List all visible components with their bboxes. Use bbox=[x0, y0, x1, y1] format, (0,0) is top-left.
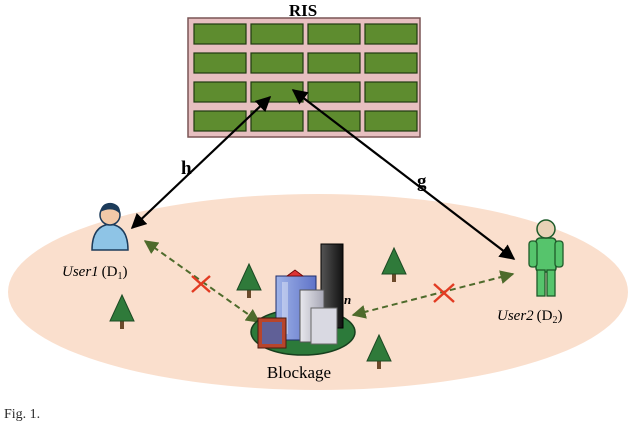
node-n-label: n bbox=[344, 292, 351, 307]
tree-icon bbox=[381, 246, 407, 282]
user1-close: ) bbox=[123, 264, 128, 280]
blocked-mark-user1 bbox=[191, 275, 211, 293]
link-g bbox=[291, 89, 516, 260]
ris-element bbox=[364, 23, 418, 45]
ris-element bbox=[250, 52, 304, 74]
ris-element bbox=[193, 81, 247, 103]
blocked-link-user2 bbox=[351, 270, 515, 319]
blocked-mark-user2 bbox=[433, 283, 455, 303]
tree-icon bbox=[366, 333, 392, 369]
user1-d: (D bbox=[102, 264, 118, 280]
link-h-label: h bbox=[181, 158, 192, 179]
tree-icon bbox=[236, 262, 262, 298]
ris-element bbox=[364, 52, 418, 74]
ris-element bbox=[193, 23, 247, 45]
link-g-label: g bbox=[417, 171, 427, 192]
user2-label: User2(D2) bbox=[497, 308, 563, 326]
user1-label: User1(D1) bbox=[62, 264, 128, 282]
tree-icon bbox=[109, 293, 135, 329]
user1-icon bbox=[91, 202, 129, 251]
blockage-buildings-icon bbox=[250, 243, 356, 356]
blocked-link-user1 bbox=[143, 240, 261, 323]
ris-panel bbox=[187, 17, 421, 138]
user2-close: ) bbox=[558, 308, 563, 324]
ris-element bbox=[307, 23, 361, 45]
user2-index: 2 bbox=[553, 315, 558, 326]
user2-name: User2 bbox=[497, 308, 534, 324]
ris-element bbox=[193, 52, 247, 74]
user2-d: (D bbox=[537, 308, 553, 324]
ris-element bbox=[250, 23, 304, 45]
user2-icon bbox=[528, 219, 564, 297]
ris-element bbox=[250, 110, 304, 132]
figure-caption: Fig. 1. bbox=[4, 407, 40, 421]
ris-element bbox=[364, 81, 418, 103]
user1-name: User1 bbox=[62, 264, 99, 280]
link-h bbox=[130, 95, 272, 230]
ris-label: RIS bbox=[289, 1, 317, 20]
ris-element bbox=[307, 81, 361, 103]
ris-element bbox=[307, 52, 361, 74]
ris-element bbox=[364, 110, 418, 132]
user1-index: 1 bbox=[118, 271, 123, 282]
blockage-label: Blockage bbox=[267, 363, 331, 382]
